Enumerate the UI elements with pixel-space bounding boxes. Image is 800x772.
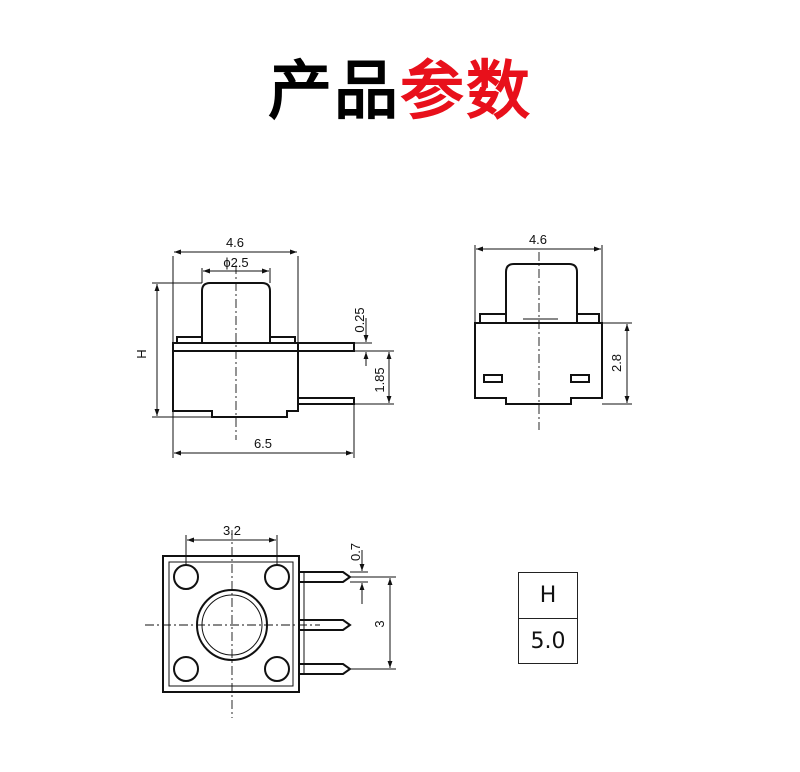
- bottom-hole-tr: [264, 564, 290, 590]
- height-table-value: 5.0: [530, 629, 566, 654]
- dim-side-height: 2.8: [609, 354, 624, 372]
- bottom-view: 3.2 0.7 3: [145, 523, 396, 718]
- bottom-body: [162, 555, 300, 693]
- front-view: 4.6 ϕ2.5 H 0.25 1.85 6.5: [134, 235, 394, 458]
- front-body: [172, 350, 299, 418]
- front-pins: [298, 397, 355, 405]
- bottom-hole-tl: [173, 564, 199, 590]
- height-table-header: H: [519, 573, 577, 619]
- dim-pin-width: 0.7: [348, 543, 363, 561]
- page-title: 产品参数: [0, 52, 800, 132]
- bottom-hole-br: [264, 656, 290, 682]
- bottom-pin-1: [299, 571, 352, 583]
- side-tab-left: [479, 313, 507, 324]
- dim-pin-height: 1.85: [372, 367, 387, 392]
- side-slot-right: [570, 374, 590, 383]
- dim-thickness: 0.25: [352, 307, 367, 332]
- dim-side-width: 4.6: [529, 232, 547, 247]
- bottom-inner: [168, 561, 294, 687]
- height-table: H 5.0: [518, 572, 578, 664]
- front-terminal-plate: [298, 342, 355, 352]
- side-tab-right: [576, 313, 600, 324]
- dim-width-bottom: 6.5: [254, 436, 272, 451]
- dim-width-top: 4.6: [226, 235, 244, 250]
- title-part-red: 参数: [400, 55, 532, 129]
- front-tab-left: [176, 336, 203, 344]
- bottom-pin-3: [299, 663, 352, 675]
- dim-pitch-y: 3: [372, 620, 387, 627]
- side-view: 4.6 2.8: [474, 232, 632, 430]
- bottom-pin-2: [299, 619, 352, 631]
- dim-height: H: [134, 349, 149, 358]
- dim-diameter: ϕ2.5: [223, 255, 248, 270]
- bottom-hole-bl: [173, 656, 199, 682]
- side-actuator: [505, 263, 578, 323]
- side-slot-left: [483, 374, 503, 383]
- dim-pitch-x: 3.2: [223, 523, 241, 538]
- front-tab-right: [269, 336, 296, 344]
- side-body: [474, 322, 603, 405]
- front-base-plate: [172, 342, 299, 352]
- title-part-black: 产品: [268, 55, 400, 129]
